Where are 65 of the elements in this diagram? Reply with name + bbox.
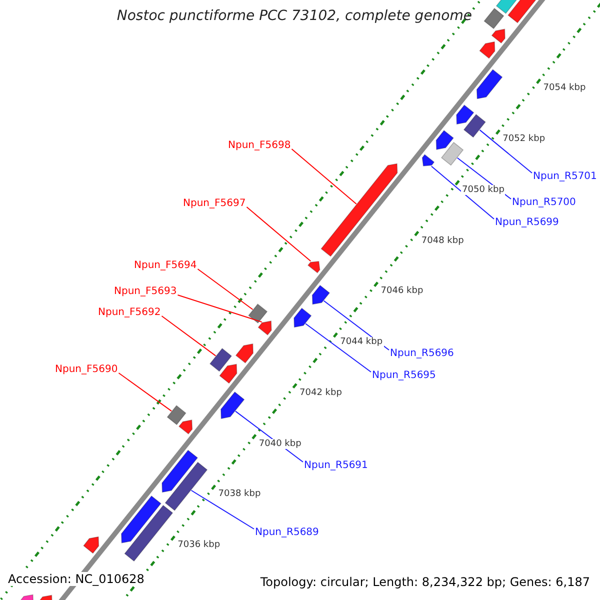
tick-label: 7052 kbp [502,134,546,144]
gene-label: Npun_R5701 [533,171,597,182]
gene-pentagon [456,104,474,125]
gene-label: Npun_F5692 [98,307,161,318]
gene-label: Npun_F5690 [55,364,118,375]
tick-label: 7050 kbp [461,184,506,195]
gene-pentagon [235,343,254,364]
leader-line [479,129,532,174]
gene-pentagon [436,130,454,150]
gene-pentagon [162,450,198,493]
gene-block [124,504,174,562]
gene-pentagon [83,536,100,554]
gene-pentagon [178,420,193,434]
tick-label: 7036 kbp [176,540,222,550]
gene-label: Npun_R5689 [255,527,319,538]
tick-label: 7040 kbp [258,438,302,449]
gene-pentagon [37,594,52,600]
gene-pentagon [307,260,320,274]
gene-label: Npun_F5698 [228,140,291,151]
gene-block [484,8,504,30]
tick-label: 7042 kbp [298,388,343,398]
gene-pentagon [219,364,238,384]
gene-pentagon [121,495,162,544]
gene-label: Npun_F5697 [183,198,246,209]
gene-label: Npun_R5696 [390,348,454,359]
leader-line [177,294,262,323]
gene-label: Npun_R5699 [495,217,559,228]
gene-block [463,114,486,138]
leader-line [118,372,172,412]
gene-block [166,405,186,426]
gene-pentagon [18,594,34,600]
gene-pentagon [476,69,503,100]
genome-stats-text: Topology: circular; Length: 8,234,322 bp; Genes: 6,187 [260,575,590,589]
gene-block [440,142,464,166]
gene-label: Npun_R5691 [304,460,368,471]
gene-pentagon [496,0,518,14]
gene-label: Npun_R5700 [512,197,576,208]
leader-line [305,323,372,372]
gene-pentagon [320,163,398,257]
gene-pentagon [220,391,245,420]
leader-line [197,268,254,310]
leader-line [190,490,254,530]
gene-label: Npun_F5694 [134,260,197,271]
leader-line [246,206,312,262]
leader-line [430,166,494,220]
gene-label: Npun_R5695 [372,370,436,381]
tick-label: 7044 kbp [339,337,384,348]
gene-pentagon [312,284,330,305]
gene-pentagon [422,154,435,166]
gene-label: Npun_F5693 [114,286,177,297]
accession-text: Accession: NC_010628 [8,572,144,586]
title: Nostoc punctiforme PCC 73102, complete genome [116,8,472,24]
leader-line [291,148,357,205]
tick-label: 7054 kbp [542,83,587,94]
gene-block [164,462,208,511]
tick-label: 7038 kbp [217,489,262,500]
tick-label: 7046 kbp [380,286,424,296]
gene-block [248,304,268,324]
gene-pentagon [258,320,272,336]
gene-pentagon [479,41,496,59]
gene-pentagon [294,308,312,328]
gene-block [209,348,232,372]
gene-pentagon [491,28,506,44]
tick-label: 7048 kbp [420,236,465,246]
leader-line [161,316,216,356]
